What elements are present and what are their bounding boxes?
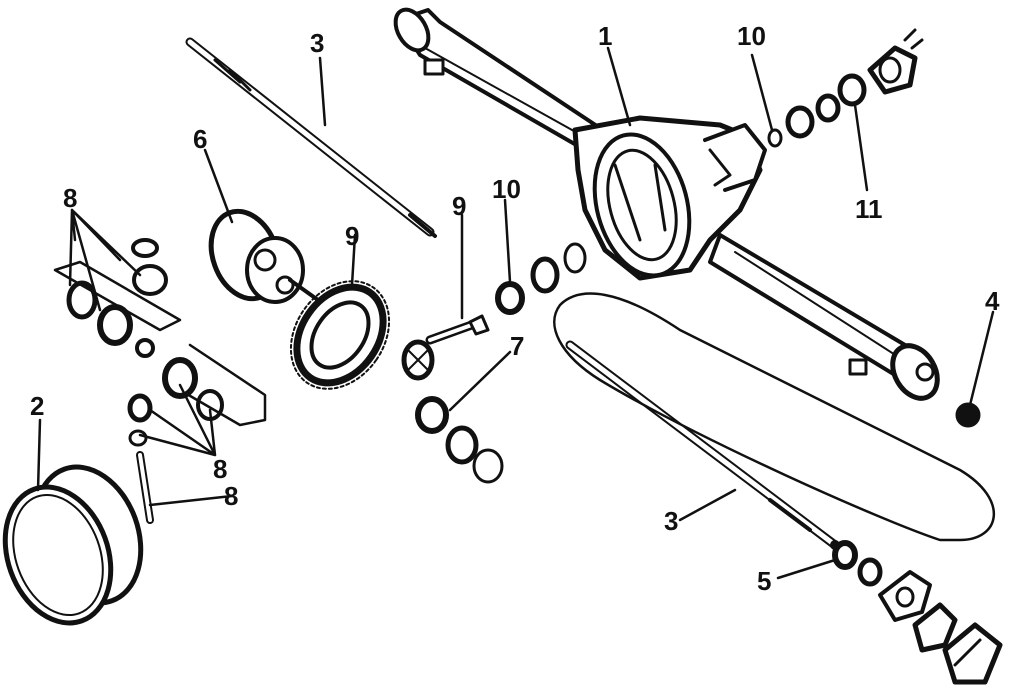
callout-6: 6 (193, 124, 207, 154)
callout-8-top: 8 (63, 183, 77, 213)
axle-shaft-left (185, 37, 437, 238)
differential-small-parts (53, 238, 267, 524)
callout-10-center: 10 (492, 174, 521, 204)
callout-3-lower: 3 (664, 506, 678, 536)
upper-right-parts (767, 28, 924, 148)
axle-shaft-right (565, 340, 840, 550)
callout-7: 7 (510, 331, 524, 361)
axle-housing (393, 7, 940, 401)
lower-right-parts (832, 402, 1003, 685)
callout-8-bottom: 8 (224, 481, 238, 511)
differential-case (208, 208, 320, 304)
callout-9-ring-gear: 9 (345, 221, 359, 251)
pinion-gear (401, 314, 490, 381)
callout-4: 4 (985, 286, 1000, 316)
callout-11: 11 (855, 194, 883, 224)
callout-8-middle: 8 (213, 454, 227, 484)
callout-5: 5 (757, 566, 771, 596)
ring-gear (289, 280, 391, 390)
callout-9-pinion: 9 (452, 191, 466, 221)
callout-labels: 1 2 3 3 4 5 6 7 8 8 8 9 9 10 10 11 (30, 21, 1000, 596)
callout-1: 1 (598, 21, 612, 51)
gasket-loop (553, 292, 995, 542)
callout-2: 2 (30, 391, 44, 421)
leader-lines (36, 46, 995, 580)
pinion-bearings (415, 242, 587, 484)
callout-3-upper: 3 (310, 28, 324, 58)
differential-cover (2, 464, 144, 626)
callout-10-right: 10 (737, 21, 766, 51)
